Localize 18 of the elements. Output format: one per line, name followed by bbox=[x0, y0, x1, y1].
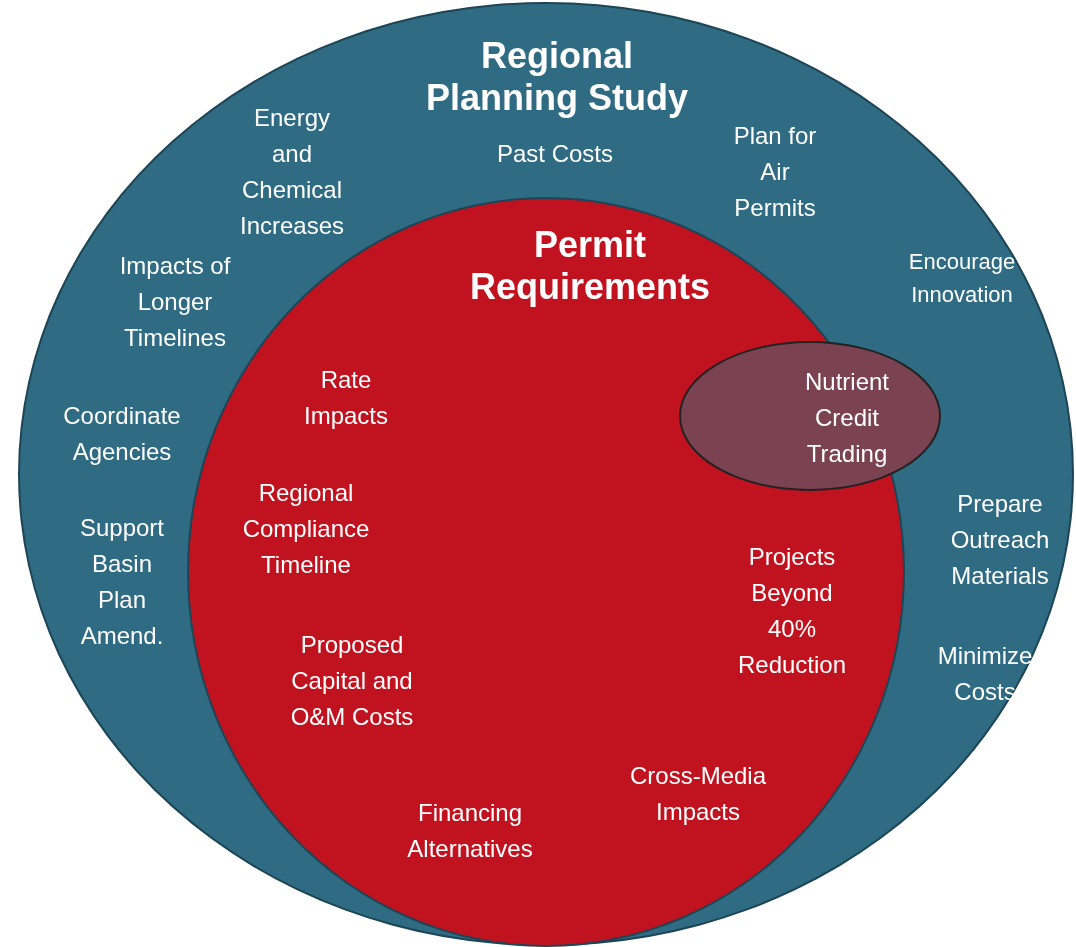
topic-label: Minimize Costs bbox=[936, 641, 1034, 707]
topic-label: Support Basin Plan Amend. bbox=[78, 513, 166, 651]
region-heading: Regional Planning Study bbox=[425, 35, 689, 119]
topic-label: Rate Impacts bbox=[303, 365, 389, 431]
topic-label: Nutrient Credit Trading bbox=[803, 367, 890, 469]
topic-label: Proposed Capital and O&M Costs bbox=[289, 630, 415, 732]
topic-label: Impacts of Longer Timelines bbox=[118, 251, 232, 353]
region-heading: Permit Requirements bbox=[468, 224, 712, 308]
topic-label: Projects Beyond 40% Reduction bbox=[736, 542, 848, 680]
topic-label: Cross-Media Impacts bbox=[629, 761, 767, 827]
topic-label: Coordinate Agencies bbox=[62, 401, 182, 467]
topic-label: Energy and Chemical Increases bbox=[238, 103, 346, 241]
topic-label: Prepare Outreach Materials bbox=[949, 489, 1051, 591]
topic-label: Financing Alternatives bbox=[406, 798, 534, 864]
topic-label: Encourage Innovation bbox=[907, 248, 1017, 309]
topic-label: Regional Compliance Timeline bbox=[241, 478, 371, 580]
topic-label: Past Costs bbox=[495, 139, 614, 169]
topic-label: Plan for Air Permits bbox=[732, 121, 818, 223]
